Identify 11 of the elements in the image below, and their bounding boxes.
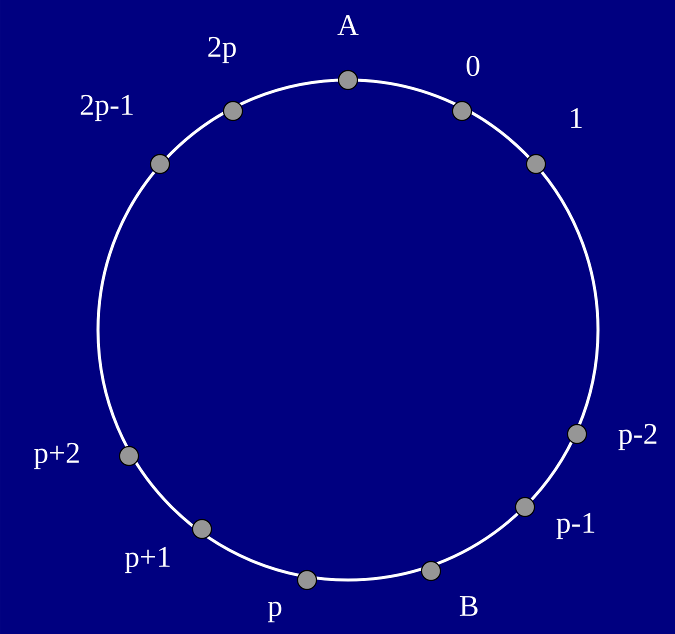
point-label: 0 bbox=[466, 56, 480, 76]
point-label: A bbox=[337, 15, 359, 35]
point-label: 2p-1 bbox=[80, 94, 133, 122]
point-label: p-1 bbox=[556, 512, 594, 540]
point-label: B bbox=[460, 596, 478, 616]
point-label: p+1 bbox=[125, 546, 170, 574]
point-label: p+2 bbox=[34, 442, 79, 470]
point-label: 1 bbox=[571, 108, 582, 128]
point-label: 2p bbox=[208, 36, 236, 64]
point-label: p-2 bbox=[618, 424, 656, 450]
point-label: p bbox=[268, 602, 282, 622]
